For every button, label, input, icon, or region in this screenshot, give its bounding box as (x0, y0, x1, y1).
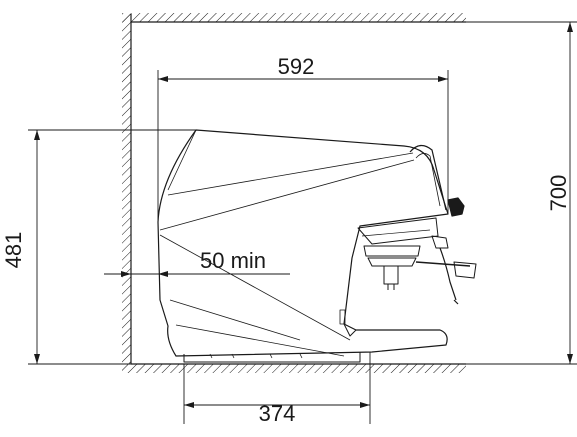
dimension-machine-height (28, 129, 196, 365)
wall-top (122, 13, 466, 23)
wall-left (122, 14, 132, 364)
coffee-machine-outline (157, 129, 477, 363)
dimension-label-wall-clearance: 50 min (200, 248, 266, 273)
dimension-total-height (466, 21, 577, 365)
dimension-label-total-height: 700 (546, 175, 571, 212)
floor (122, 363, 466, 373)
dimension-label-machine-height: 481 (1, 232, 26, 269)
dimension-label-base-depth: 374 (259, 401, 296, 426)
dimension-label-top-width: 592 (278, 54, 315, 79)
dimension-base-depth (183, 352, 371, 424)
dimension-top-width (157, 70, 449, 222)
dimension-wall-clearance (104, 271, 290, 277)
